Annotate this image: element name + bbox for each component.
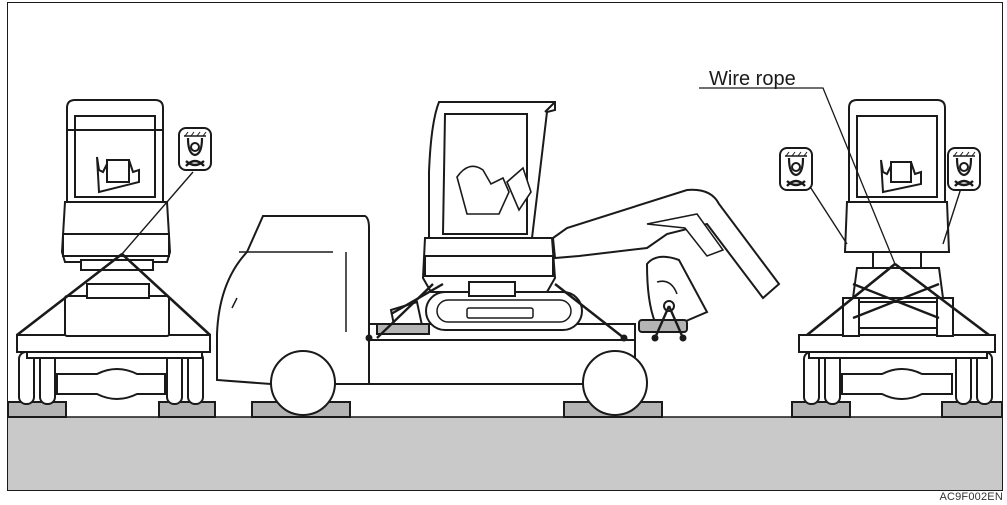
- ground: [8, 417, 1002, 490]
- transport-diagram: Wire rope: [7, 2, 1003, 491]
- figure-code: AC9F002EN: [939, 491, 1003, 503]
- wire-rope-label: Wire rope: [709, 68, 796, 90]
- tiedown-symbol-icon-right-2: [948, 148, 980, 190]
- tiedown-symbol-icon-right-1: [780, 148, 812, 190]
- tiedown-symbol-icon: [179, 128, 211, 170]
